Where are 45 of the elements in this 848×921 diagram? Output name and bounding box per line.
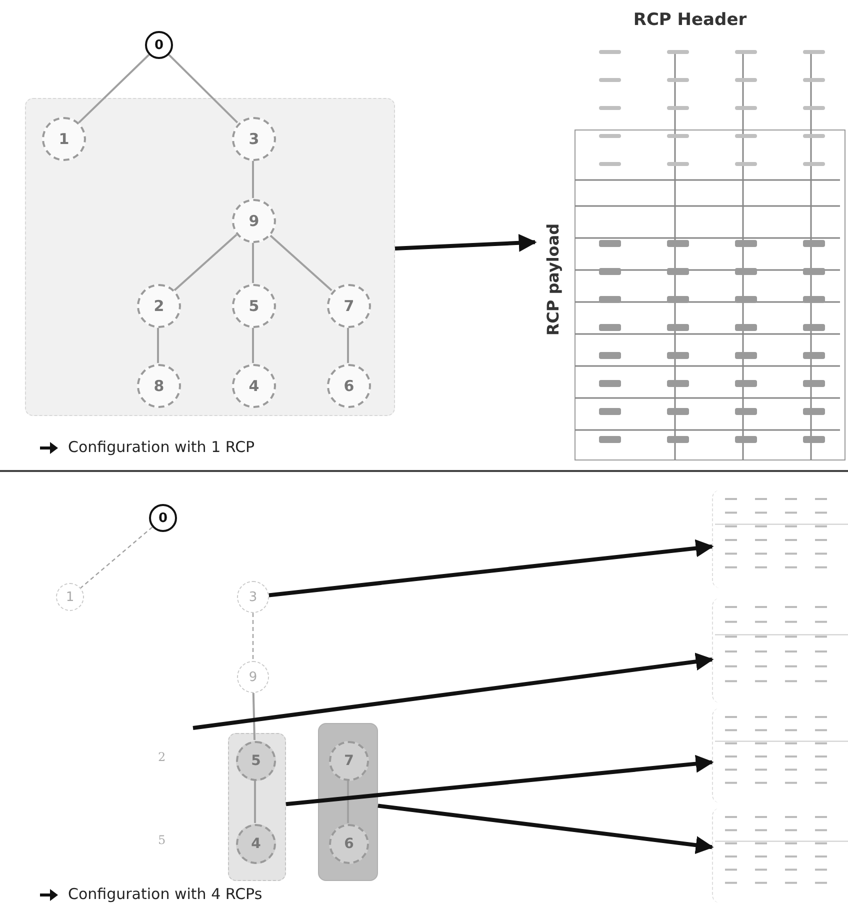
tree-node-circle: 0 [149, 504, 177, 532]
connector-line [157, 327, 159, 363]
tree-node-circle: 1 [56, 583, 84, 611]
faint-number: 2 [158, 750, 166, 764]
configuration-caption: Configuration with 1 RCP [68, 438, 255, 456]
tree-node-circle: 3 [232, 117, 276, 161]
connector-line [268, 234, 332, 292]
connector-line [252, 242, 254, 283]
tree-node-circle: 2 [137, 284, 181, 328]
configuration-caption: Configuration with 4 RCPs [68, 885, 262, 903]
connector-line [252, 327, 254, 363]
table-side-label: RCP payload [544, 222, 562, 338]
table-header-title: RCP Header [632, 10, 748, 30]
connector-line [252, 613, 254, 661]
tree-node-circle: 3 [237, 581, 269, 613]
tree-node-circle: 6 [329, 824, 369, 864]
tree-node-circle: 7 [329, 741, 369, 781]
tree-node-circle: 4 [236, 824, 276, 864]
arrow [378, 804, 714, 854]
faint-number: 5 [158, 833, 166, 847]
connector-line [347, 327, 349, 363]
connector-line [78, 54, 150, 124]
connector-line [174, 234, 238, 292]
connector-line [252, 160, 254, 198]
tree-node-circle: 1 [42, 117, 86, 161]
connector-line [254, 780, 256, 823]
arrow [286, 754, 714, 806]
tree-node-circle: 9 [237, 661, 269, 693]
tree-node-circle: 0 [145, 31, 173, 59]
tree-node-circle: 7 [327, 284, 371, 328]
connector-line [252, 692, 256, 740]
tree-node-circle: 4 [232, 364, 276, 408]
connector-line [168, 54, 238, 124]
arrow [192, 652, 714, 730]
arrow [394, 234, 537, 252]
arrow [268, 539, 714, 598]
tree-node-circle: 5 [236, 741, 276, 781]
group-box [228, 733, 286, 881]
tree-panel [25, 98, 395, 416]
tree-node-circle: 8 [137, 364, 181, 408]
tree-node-circle: 5 [232, 284, 276, 328]
tree-node-circle: 9 [232, 199, 276, 243]
tree-node-circle: 6 [327, 364, 371, 408]
group-box [318, 723, 378, 881]
connector-line [80, 526, 153, 588]
